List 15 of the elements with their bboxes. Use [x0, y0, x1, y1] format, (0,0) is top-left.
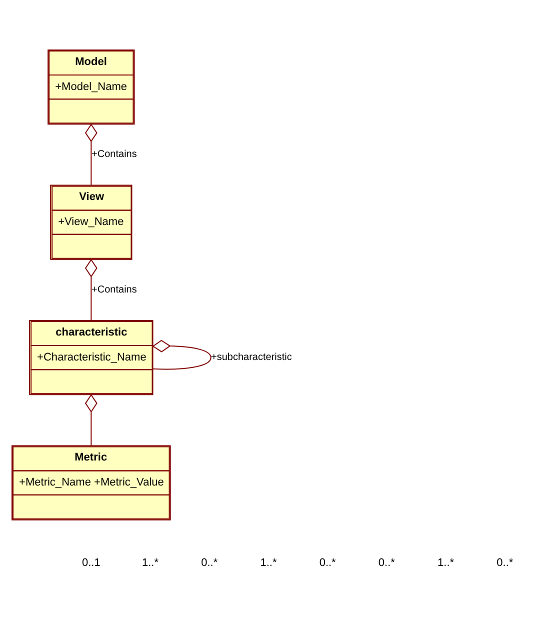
label: 1..*: [142, 556, 159, 568]
label: 0..1: [82, 556, 100, 568]
edge-label: +subcharacteristic: [211, 352, 292, 363]
connector: [84, 123, 98, 185]
label: 0..*: [378, 556, 395, 568]
label: 0..*: [319, 556, 336, 568]
connector: [84, 258, 98, 320]
edge-label: +Contains: [92, 284, 137, 295]
label: 0..*: [496, 556, 514, 568]
edge-label: +Contains: [92, 148, 137, 160]
connector: [152, 339, 212, 370]
label: 1..*: [438, 556, 454, 568]
label: 1..*: [260, 556, 277, 568]
connector: [84, 393, 98, 446]
label: 0..*: [201, 556, 218, 568]
